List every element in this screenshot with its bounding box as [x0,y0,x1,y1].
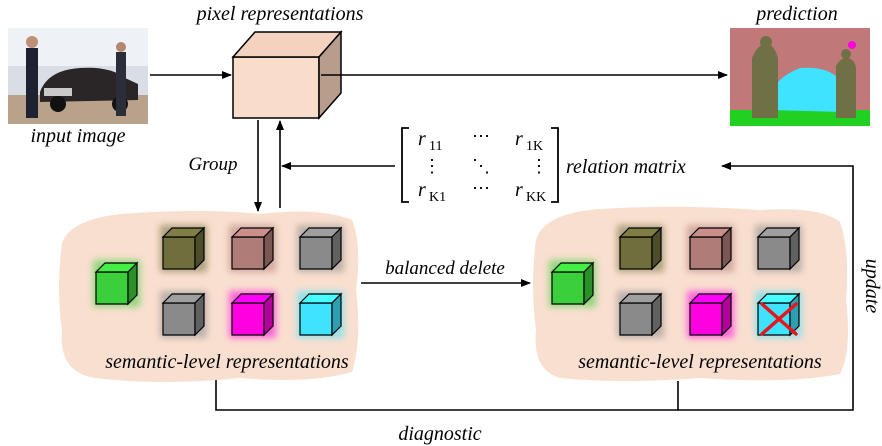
matrix-rKK: r [515,179,523,201]
matrix-vdots-right: ⋮ [530,156,548,176]
matrix-r1K: r [515,128,523,150]
matrix-hdots-bottom: ⋯ [472,178,490,198]
diagnostic-line [215,378,679,411]
label-balanced-delete: balanced delete [385,258,505,279]
matrix-r11: r [418,128,426,150]
matrix-r11-sub: 11 [429,139,442,154]
matrix-r1K-sub: 1K [526,139,543,154]
semantic-cube-gray-bottom [617,291,664,338]
semantic-cube-rosy [229,225,276,272]
cross-icon [760,302,798,336]
matrix-rKK-sub: KK [526,190,546,205]
semantic-cube-rosy [687,225,734,272]
semantic-cube-cyan [297,291,344,338]
semantic-cube-gray-top [297,225,344,272]
pixel-representations-cube [231,30,343,120]
label-group: Group [189,154,238,175]
left-cube-group [93,225,344,338]
matrix-hdots-top: ⋯ [472,126,490,146]
flow-arrows [150,71,854,411]
matrix-rK1: r [418,179,426,201]
update-loop-line [678,162,854,411]
label-pixel-representations: pixel representations [195,3,364,25]
semantic-cube-magenta [687,291,734,338]
semantic-cube-magenta [229,291,276,338]
relation-matrix: r 11 ⋯ r 1K ⋮ ⋱ ⋮ r K1 ⋯ r KK [401,126,559,205]
label-semantic-left: semantic-level representations [105,351,349,373]
input-image-thumbnail [8,28,148,124]
label-prediction: prediction [754,3,837,25]
prediction-segmentation-map [730,28,870,126]
label-input-image: input image [31,125,126,147]
right-cube-group [549,225,802,338]
label-semantic-right: semantic-level representations [578,351,822,373]
matrix-ddots: ⋱ [472,156,490,176]
matrix-vdots-left: ⋮ [423,156,441,176]
semantic-cube-green [93,260,140,307]
label-diagnostic: diagnostic [398,423,481,445]
semantic-cube-green [549,260,596,307]
semantic-cube-olive [160,225,207,272]
left-semantic-cloud [59,211,359,382]
semantic-cube-gray-bottom [160,291,207,338]
label-relation-matrix: relation matrix [566,156,686,178]
semantic-cube-olive [617,225,664,272]
label-update: update [861,259,882,314]
semantic-cube-gray-top [755,225,802,272]
matrix-rK1-sub: K1 [429,190,446,205]
